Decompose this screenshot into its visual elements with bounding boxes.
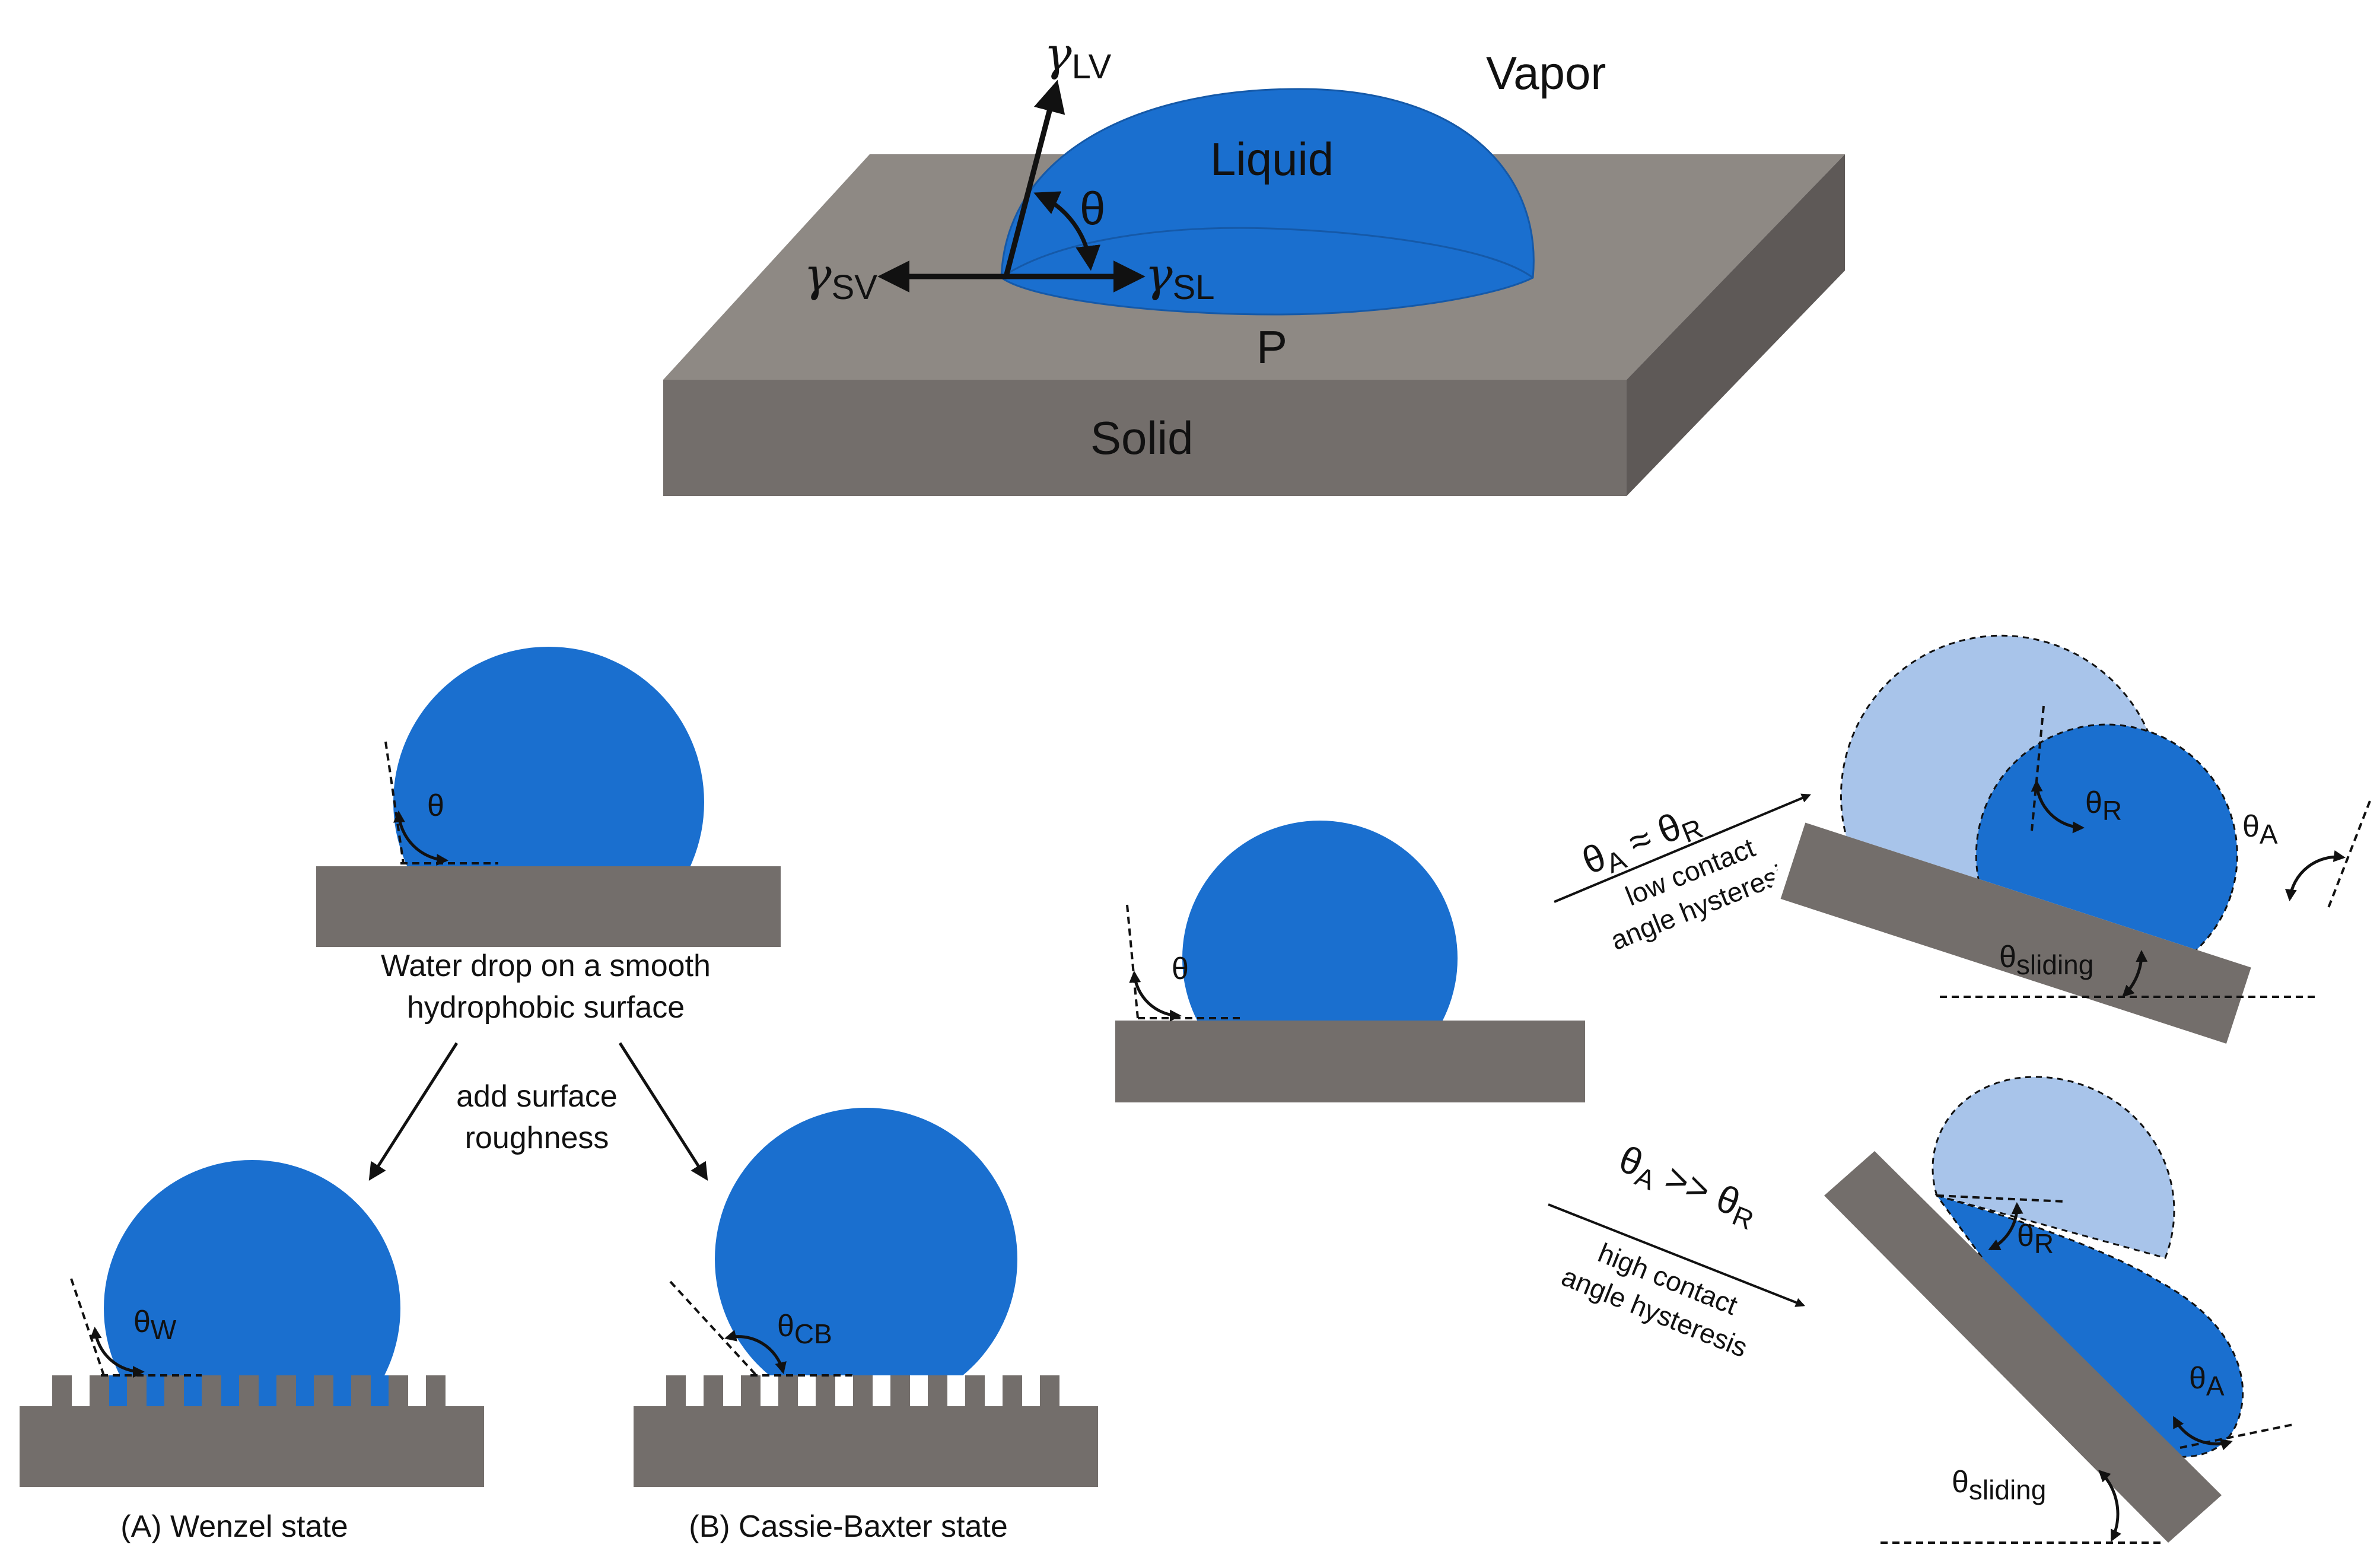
cassie-tangent-line — [669, 1280, 758, 1377]
slab-side-face — [1627, 154, 1845, 496]
high-advancing-arc — [2172, 1416, 2233, 1451]
contact-angle-arc — [1033, 191, 1101, 271]
smooth-theta-label: θ — [427, 789, 444, 823]
gamma-lv-arrow — [1003, 80, 1065, 278]
roughness-label-line2: roughness — [465, 1121, 609, 1155]
point-p-label: P — [1256, 321, 1287, 373]
wenzel-drop — [104, 1160, 400, 1375]
high-tilted-figure: θR θA θsliding — [1824, 1076, 2296, 1544]
high-theta-sliding-label: θsliding — [1952, 1465, 2046, 1505]
low-receding-arc — [2031, 780, 2085, 834]
high-receding-tangent — [1936, 1194, 2065, 1203]
cassie-theta-label: θCB — [777, 1309, 832, 1349]
high-advancing-tangent — [2179, 1423, 2296, 1449]
high-hysteresis-arrow — [1548, 1203, 1805, 1307]
wenzel-angle-arc — [90, 1327, 145, 1378]
cassie-drop — [715, 1108, 1017, 1375]
low-advancing-arc — [2284, 850, 2346, 901]
wenzel-pillars — [52, 1375, 446, 1407]
liquid-cap — [1000, 88, 1535, 316]
high-equation: θA >> θR — [1611, 1137, 1764, 1236]
smooth-surface-figure: θ Water drop on a smooth hydrophobic sur… — [316, 647, 781, 1025]
low-advancing-tangent — [2327, 800, 2371, 908]
wenzel-tangent-line — [70, 1278, 105, 1376]
wenzel-filled-grooves — [109, 1375, 389, 1406]
static-drop-figure: θ — [1115, 821, 1585, 1102]
high-theta-a-label: θA — [2189, 1361, 2225, 1401]
gamma-sv-label: γSV — [804, 249, 877, 307]
to-wenzel-arrow — [368, 1042, 459, 1181]
smooth-substrate — [316, 866, 781, 947]
hysteresis-panel: θ θA ≈ θR low contact angle hysteresis θ… — [1115, 634, 2371, 1544]
static-drop — [1182, 821, 1458, 1021]
high-sliding-arc — [2098, 1470, 2121, 1542]
low-receding-tangent — [2031, 705, 2045, 831]
vapor-label: Vapor — [1486, 47, 1606, 99]
to-cassie-arrow — [618, 1042, 708, 1181]
solid-label: Solid — [1090, 412, 1193, 464]
wetting-panel: θ Water drop on a smooth hydrophobic sur… — [20, 647, 1098, 1544]
cassie-substrate — [634, 1406, 1098, 1487]
smooth-angle-arc — [393, 810, 448, 866]
high-ghost-drop — [1932, 1076, 2175, 1259]
static-substrate — [1115, 1021, 1585, 1102]
wenzel-caption: (A) Wenzel state — [120, 1509, 348, 1544]
low-theta-a-label: θA — [2242, 809, 2278, 850]
low-theta-sliding-label: θsliding — [1999, 940, 2093, 980]
wenzel-figure: θW (A) Wenzel state — [20, 1160, 484, 1544]
slab-front-face — [663, 380, 1627, 496]
liquid-label: Liquid — [1210, 133, 1334, 185]
roughness-label-line1: add surface — [456, 1079, 618, 1114]
low-hysteresis-arrow — [1554, 793, 1811, 903]
low-tilted-figure: θR θA θsliding — [1757, 634, 2371, 1082]
gamma-lv-label: γLV — [1044, 28, 1112, 86]
cassie-pillars — [666, 1375, 1059, 1407]
cassie-angle-arc — [724, 1330, 787, 1374]
wenzel-substrate — [20, 1406, 484, 1487]
static-tangent-line — [1126, 904, 1139, 1019]
cassie-baxter-figure: θCB (B) Cassie-Baxter state — [634, 1108, 1098, 1544]
smooth-caption-line1: Water drop on a smooth — [381, 949, 711, 983]
top-panel: γLV γSV γSL θ Liquid Vapor P Solid — [663, 28, 1845, 496]
wenzel-theta-label: θW — [133, 1305, 177, 1345]
smooth-tangent-line — [384, 741, 405, 864]
high-tilted-substrate — [1824, 1151, 2222, 1543]
cassie-caption: (B) Cassie-Baxter state — [689, 1509, 1008, 1544]
theta-label: θ — [1080, 182, 1105, 234]
high-theta-r-label: θR — [2017, 1219, 2054, 1259]
static-theta-label: θ — [1172, 952, 1189, 986]
gamma-sl-label: γSL — [1145, 249, 1215, 307]
low-theta-r-label: θR — [2085, 786, 2122, 826]
high-deformed-drop — [1934, 1194, 2244, 1458]
static-angle-arc — [1129, 971, 1182, 1022]
low-sliding-arc — [2122, 950, 2148, 997]
high-receding-arc — [1988, 1202, 2023, 1251]
smooth-caption-line2: hydrophobic surface — [407, 990, 685, 1025]
smooth-drop — [393, 647, 704, 866]
